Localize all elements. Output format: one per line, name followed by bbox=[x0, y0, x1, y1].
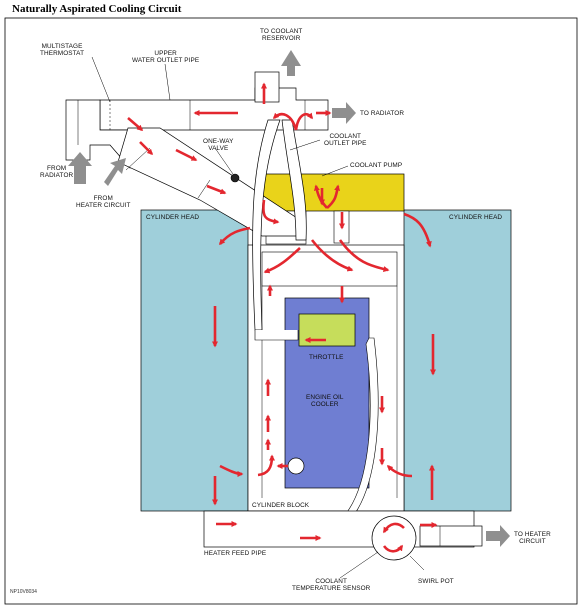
label-line: HEATER CIRCUIT bbox=[76, 202, 131, 210]
label-line: RADIATOR bbox=[40, 172, 74, 180]
label-upper-water-outlet-pipe: UPPER WATER OUTLET PIPE bbox=[132, 50, 199, 64]
label-line: ENGINE OIL bbox=[306, 394, 344, 401]
label-one-way-valve: ONE-WAY VALVE bbox=[203, 138, 234, 152]
radiator-out-arrow-icon bbox=[332, 102, 356, 124]
external-flow-arrows bbox=[68, 50, 510, 547]
label-multistage-thermostat: MULTISTAGE THERMOSTAT bbox=[40, 43, 84, 57]
label-line: COOLANT bbox=[315, 578, 347, 585]
label-line: UPPER bbox=[154, 50, 177, 57]
label-line: COOLANT bbox=[329, 133, 362, 140]
label-to-radiator: TO RADIATOR bbox=[360, 110, 405, 117]
label-line: TO COOLANT bbox=[260, 28, 303, 35]
outer-frame bbox=[4, 17, 578, 605]
swirl-pot bbox=[371, 515, 417, 561]
coolant-temperature-sensor bbox=[287, 457, 305, 475]
label-line: CIRCUIT bbox=[519, 538, 546, 546]
coolant-pump bbox=[261, 173, 405, 212]
radiator-in-arrow-icon bbox=[68, 152, 92, 184]
label-from-radiator: FROM RADIATOR bbox=[40, 165, 73, 179]
throttle-body bbox=[298, 313, 356, 347]
label-to-coolant-reservoir: TO COOLANT RESERVOIR bbox=[260, 28, 302, 42]
cylinder-head-left bbox=[140, 209, 249, 512]
reservoir-arrow-icon bbox=[281, 50, 301, 76]
heater-out-arrow-icon bbox=[486, 525, 510, 547]
leader-lines bbox=[91, 56, 425, 579]
pump-riser-pipe bbox=[281, 119, 307, 241]
label-heater-feed-pipe: HEATER FEED PIPE bbox=[204, 550, 267, 557]
heater-in-arrow-icon bbox=[104, 158, 126, 186]
reservoir-neck bbox=[254, 71, 280, 103]
label-from-heater-circuit: FROM HEATER CIRCUIT bbox=[76, 195, 131, 209]
label-line: FROM bbox=[47, 165, 67, 172]
figure-reference: NP10V8034 bbox=[10, 589, 37, 595]
diagram-title: Naturally Aspirated Cooling Circuit bbox=[12, 3, 182, 15]
label-line: OUTLET PIPE bbox=[324, 140, 367, 148]
one-way-valve bbox=[230, 173, 240, 183]
label-line: TO HEATER bbox=[514, 531, 551, 538]
label-line: WATER OUTLET PIPE bbox=[132, 57, 200, 65]
label-line: ONE-WAY bbox=[203, 138, 234, 145]
label-throttle: THROTTLE bbox=[309, 354, 344, 361]
label-line: THERMOSTAT bbox=[40, 50, 85, 58]
label-coolant-outlet-pipe: COOLANT OUTLET PIPE bbox=[324, 133, 367, 147]
label-swirl-pot: SWIRL POT bbox=[418, 578, 454, 585]
label-line: FROM bbox=[93, 195, 113, 202]
cylinder-head-right bbox=[403, 209, 512, 512]
heater-outlet-stub bbox=[419, 525, 483, 547]
label-coolant-pump: COOLANT PUMP bbox=[350, 162, 403, 169]
label-engine-oil-cooler: ENGINE OIL COOLER bbox=[306, 394, 344, 408]
label-to-heater-circuit: TO HEATER CIRCUIT bbox=[514, 531, 551, 545]
label-cylinder-head-right: CYLINDER HEAD bbox=[449, 214, 503, 221]
label-cylinder-block: CYLINDER BLOCK bbox=[252, 502, 310, 509]
coolant-flow-arrows bbox=[127, 82, 438, 553]
label-coolant-temperature-sensor: COOLANT TEMPERATURE SENSOR bbox=[292, 578, 370, 592]
label-line: COOLER bbox=[310, 401, 339, 409]
label-line: VALVE bbox=[208, 145, 229, 153]
label-line: RESERVOIR bbox=[262, 35, 301, 43]
label-cylinder-head-left: CYLINDER HEAD bbox=[146, 214, 200, 221]
label-line: TEMPERATURE SENSOR bbox=[292, 585, 371, 593]
label-line: MULTISTAGE bbox=[41, 43, 83, 50]
